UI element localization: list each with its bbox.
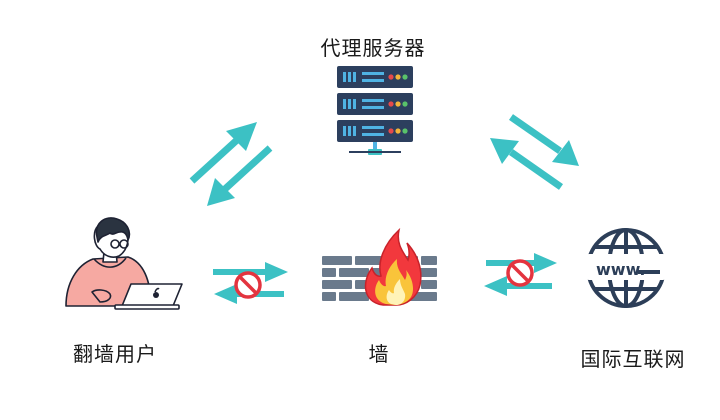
firewall-icon xyxy=(322,227,437,306)
arrow-down-right xyxy=(509,114,579,166)
arrow-up-left xyxy=(490,138,564,190)
user-wall-arrows xyxy=(213,262,288,304)
user-label: 翻墙用户 xyxy=(73,342,157,366)
arrow-down-left xyxy=(207,145,273,206)
server-unit xyxy=(337,93,413,115)
fire-icon xyxy=(364,227,422,306)
proxy-internet-arrows xyxy=(490,114,579,190)
wall-internet-arrows xyxy=(484,253,557,296)
internet-label: 国际互联网 xyxy=(580,347,686,371)
globe-icon: www. xyxy=(586,228,666,308)
globe-screen-text: www. xyxy=(596,260,645,279)
user-proxy-arrows xyxy=(189,122,273,206)
arrow-up-right xyxy=(189,122,257,184)
server-unit xyxy=(337,66,413,88)
user-icon xyxy=(65,217,183,310)
proxy-server-icon xyxy=(337,66,413,155)
blocked-icon xyxy=(234,271,262,299)
proxy-server-label: 代理服务器 xyxy=(320,36,426,60)
server-unit xyxy=(337,120,413,142)
blocked-icon xyxy=(506,259,534,287)
wall-label: 墙 xyxy=(368,342,390,366)
